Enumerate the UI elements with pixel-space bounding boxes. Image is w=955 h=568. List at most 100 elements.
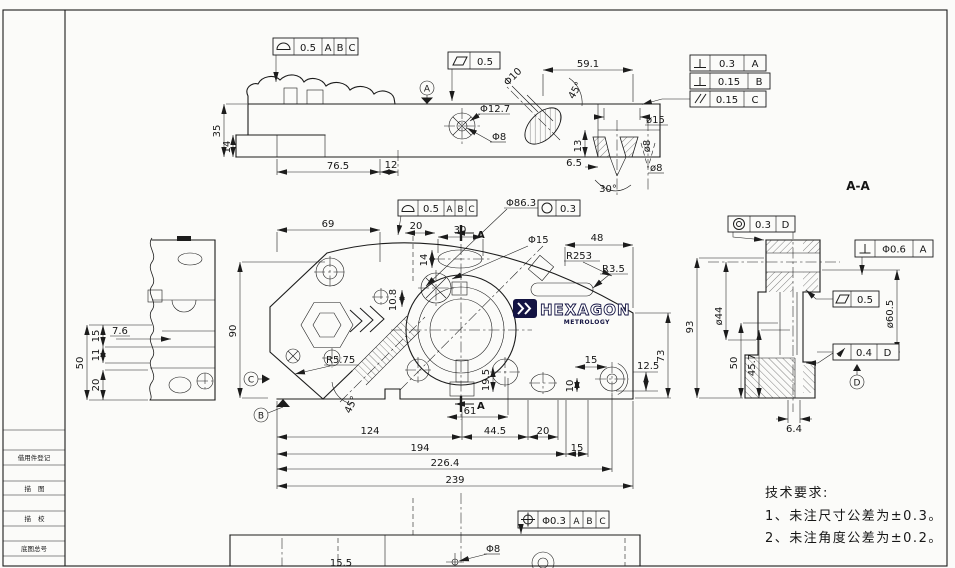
fcf-datum: C <box>599 517 605 527</box>
angled-channel <box>322 315 426 403</box>
fcf-flatness-right: 0.5 <box>805 289 880 308</box>
gdt-callouts-top: 0.5 A B C 0.5 A 0.3 A <box>272 37 771 108</box>
fcf-value: 0.15 <box>718 77 740 88</box>
fcf-datum: A <box>920 245 927 256</box>
strip-row-label: 描校 <box>25 514 52 523</box>
fcf-flatness-top: 0.5 <box>447 51 501 101</box>
dim-text: 44.5 <box>484 426 506 437</box>
fcf-value: 0.3 <box>719 59 735 70</box>
dim-text: 69 <box>322 219 335 230</box>
perpendicularity-icon <box>694 59 706 68</box>
tech-title: 技术要求: <box>765 486 829 501</box>
dim-text: ø60.5 <box>885 300 896 328</box>
fcf-perp-a: 0.3 A <box>689 54 767 72</box>
dim-text: 50 <box>75 357 86 370</box>
dim-text: 45.7 <box>747 354 758 376</box>
dim-text: Φ8 <box>492 132 506 143</box>
fcf-datum: B <box>756 77 763 88</box>
fcf-value: 0.5 <box>300 43 316 54</box>
strip-row-label: 借用件登记 <box>18 453 51 462</box>
fcf-datum: C <box>349 43 356 54</box>
section-label: A-A <box>846 179 870 193</box>
dim-text: 14 <box>419 254 430 267</box>
dim-text: 30 <box>454 225 467 236</box>
fcf-datum: C <box>752 95 759 106</box>
datum-a-flag: A <box>419 80 435 104</box>
angled-hole <box>504 77 583 145</box>
technical-requirements: 技术要求: 1、未注尺寸公差为±0.3。 2、未注角度公差为±0.2。 <box>765 486 943 546</box>
dim-text: 59.1 <box>577 59 599 70</box>
dim-text: Φ15 <box>528 235 549 246</box>
flatness-icon <box>835 294 850 304</box>
fcf-value: 0.3 <box>560 204 576 215</box>
dim-text: 12.5 <box>637 361 659 372</box>
datum-triangle-icon <box>276 399 290 407</box>
section-view-a-a: 93 ø44 50 45.7 ø60.5 6.4 0.3 D <box>685 215 934 435</box>
tech-note: 1、未注尺寸公差为±0.3。 <box>765 509 943 524</box>
fcf-datum: A <box>573 517 580 527</box>
dim-text: 11 <box>91 349 102 362</box>
dim-text: 76.5 <box>327 161 349 172</box>
top-section-view: 59.1 35 14 76.5 12 Φ12.7 Φ8 Φ10 45° 13 6… <box>212 59 668 195</box>
dim-text: 239 <box>445 475 464 486</box>
concentricity-icon <box>733 218 745 230</box>
fcf-datum: A <box>325 43 332 54</box>
dim-text: 73 <box>656 350 667 363</box>
dim-text: 12 <box>385 160 398 171</box>
dim-text: 50 <box>729 357 740 370</box>
dim-text: Φ12.7 <box>480 104 510 115</box>
parallelism-icon <box>694 93 707 104</box>
dim-text: ø44 <box>714 307 725 326</box>
fcf-datum: D <box>884 348 892 359</box>
hole-features <box>314 249 629 396</box>
chevron-icon <box>369 305 385 333</box>
datum-letter: D <box>854 379 861 389</box>
hexagon-metrology-logo: HEXAGON METROLOGY <box>513 299 630 326</box>
fcf-datum: D <box>782 220 790 231</box>
fcf-profile-top: 0.5 A B C <box>272 37 359 82</box>
perpendicularity-icon <box>859 244 871 254</box>
fcf-value: 0.5 <box>477 57 493 68</box>
dim-text: 48 <box>591 233 604 244</box>
dim-text: 61 <box>464 406 477 417</box>
datum-letter: B <box>258 412 264 422</box>
fcf-position: Φ0.3 A B C <box>517 510 610 534</box>
profile-of-surface-icon <box>401 205 415 212</box>
dim-text: 20 <box>537 426 550 437</box>
chevron-icon <box>517 302 525 315</box>
dim-text: R253 <box>566 251 592 262</box>
datum-d-flag: D <box>849 364 865 390</box>
datum-triangle-icon <box>262 374 270 384</box>
bottom-partial-view: Φ8 15.5 Φ0.3 A B C <box>229 493 641 568</box>
fcf-value: Φ0.6 <box>882 245 906 256</box>
fcf-runout: 0.4 D <box>806 343 900 366</box>
dim-text: 10.8 <box>388 289 399 311</box>
fcf-profile-main: 0.5 A B C <box>396 199 478 236</box>
dim-text: 19.5 <box>481 369 492 391</box>
datum-b-flag: B <box>253 399 290 423</box>
flatness-icon <box>452 56 468 66</box>
fcf-value: 0.3 <box>755 220 771 231</box>
dim-text: 10 <box>565 380 576 393</box>
logo-subtext: METROLOGY <box>564 319 610 326</box>
circularity-icon <box>541 202 553 214</box>
dim-text: Φ86.3 <box>506 198 536 209</box>
fcf-datum: C <box>468 205 474 215</box>
datum-triangle-icon <box>421 97 433 104</box>
dim-text: 6.5 <box>566 158 582 169</box>
fcf-value: 0.4 <box>856 348 872 359</box>
profile-of-surface-icon <box>276 42 291 50</box>
dim-text: 14 <box>222 141 233 154</box>
dim-text: 124 <box>360 426 379 437</box>
fcf-datum: B <box>337 43 344 54</box>
dim-text: 45° <box>343 395 360 416</box>
chevron-icon <box>359 307 374 333</box>
dim-text: 90 <box>228 325 239 338</box>
fcf-concentricity: 0.3 D <box>727 215 796 242</box>
fcf-perp-b: 0.15 B <box>689 72 771 90</box>
cut-label: A <box>477 230 485 241</box>
title-strip: 借用件登记 描图 描校 底图总号 <box>3 429 65 557</box>
dim-text: 226.4 <box>431 458 460 469</box>
hex-socket <box>300 302 385 348</box>
